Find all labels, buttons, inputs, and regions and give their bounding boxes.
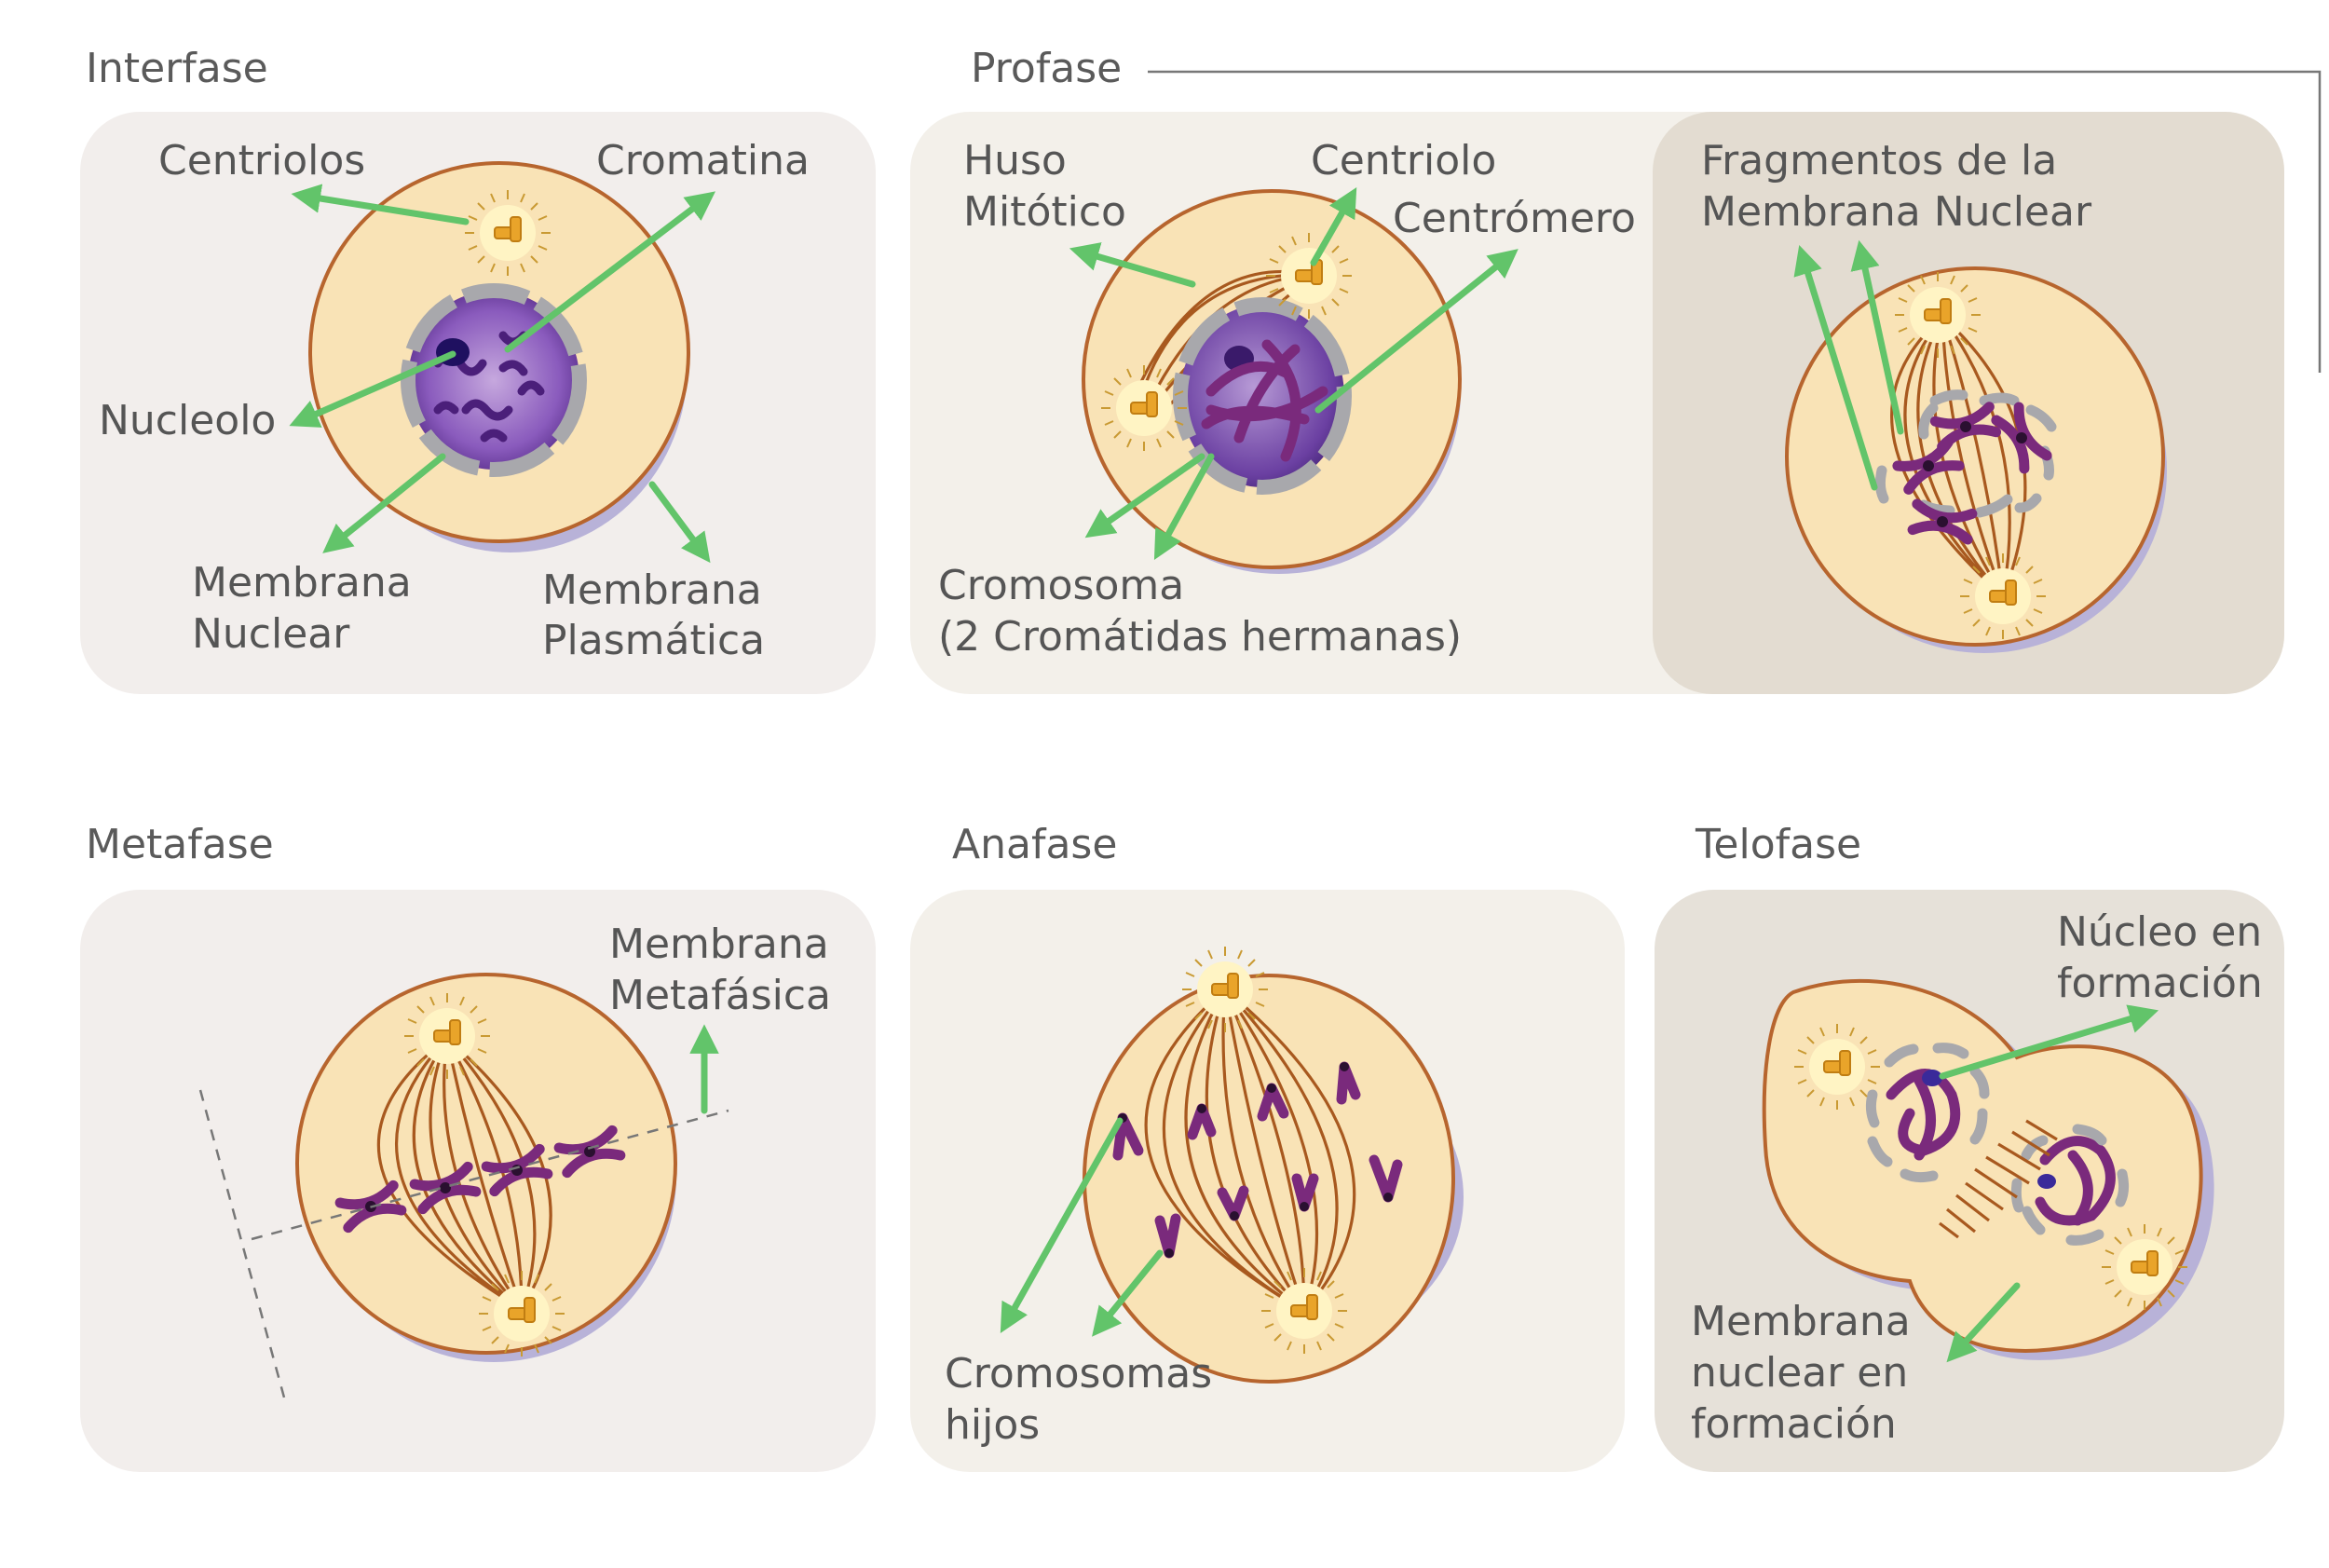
profase-bracket-line — [1148, 70, 2322, 373]
arrow-cromatina — [504, 191, 716, 353]
arrow-cromosomas-hijos-1 — [1000, 1117, 1124, 1333]
label-membrana-nuclear-line1: Membrana — [192, 559, 412, 607]
heading-telofase: Telofase — [1695, 821, 1861, 868]
telofase-cell — [1762, 978, 2214, 1360]
arrow-centriolos — [291, 184, 470, 225]
arrow-fragmentos-1 — [1793, 244, 1878, 491]
label-membrana-formacion-line2: nuclear en — [1691, 1349, 1908, 1397]
arrow-membrana-plasmatica — [648, 481, 711, 564]
label-membrana-plasmatica-line1: Membrana — [542, 566, 762, 614]
label-nucleo-line1: Núcleo en — [2057, 908, 2262, 956]
label-huso-line1: Huso — [963, 137, 1067, 184]
label-cromosomas-hijos-line2: hijos — [945, 1401, 1040, 1449]
label-membrana-formacion-line1: Membrana — [1691, 1298, 1911, 1345]
label-placa-line2: Metafásica — [609, 972, 831, 1019]
label-centromero: Centrómero — [1393, 195, 1636, 242]
profase-nucleus — [1173, 297, 1352, 495]
heading-profase: Profase — [971, 45, 1122, 92]
arrow-huso — [1069, 242, 1196, 288]
arrow-centriolo — [1310, 187, 1357, 266]
label-cromosoma-line2: (2 Cromátidas hermanas) — [938, 613, 1462, 661]
label-cromosoma-line1: Cromosoma — [938, 562, 1184, 609]
label-fragmentos-line1: Fragmentos de la — [1701, 137, 2057, 184]
arrow-centromero — [1314, 249, 1519, 414]
heading-metafase: Metafase — [86, 821, 274, 868]
arrow-nucleolo — [289, 350, 456, 428]
metafase-cell — [295, 973, 677, 1362]
label-nucleolo: Nucleolo — [99, 397, 276, 444]
telofase-nucleus-left — [1865, 1043, 1990, 1183]
label-cromosomas-hijos-line1: Cromosomas — [945, 1350, 1212, 1398]
label-membrana-plasmatica-line2: Plasmática — [542, 617, 765, 664]
label-placa-line1: Membrana — [609, 920, 829, 968]
telofase-midzone-fibers — [1939, 1119, 2058, 1239]
label-nucleo-line2: formación — [2057, 960, 2263, 1007]
arrow-nucleo-formacion — [1939, 1004, 2159, 1080]
heading-interfase: Interfase — [86, 45, 268, 92]
arrow-cromosoma-2 — [1153, 453, 1215, 561]
anafase-cell — [1083, 946, 1464, 1384]
arrow-cromosoma-1 — [1084, 453, 1205, 539]
arrow-membrana-nuclear — [322, 453, 446, 553]
arrow-fragmentos-2 — [1850, 239, 1904, 435]
label-centriolo: Centriolo — [1311, 137, 1496, 184]
metaphase-plate-line — [251, 1109, 729, 1241]
label-cromatina: Cromatina — [596, 137, 810, 184]
heading-anafase: Anafase — [952, 821, 1117, 868]
label-membrana-nuclear-line2: Nuclear — [192, 610, 350, 658]
interfase-cell — [308, 161, 690, 552]
prometafase-cell — [1785, 266, 2167, 653]
label-fragmentos-line2: Membrana Nuclear — [1701, 188, 2092, 236]
label-huso-line2: Mitótico — [963, 188, 1126, 236]
daughter-chromosomes — [1112, 1061, 1403, 1259]
label-centriolos: Centriolos — [158, 137, 365, 184]
label-membrana-formacion-line3: formación — [1691, 1400, 1897, 1448]
arrow-membrana-formacion — [1946, 1282, 2021, 1363]
interfase-nucleus — [401, 283, 587, 477]
arrow-cromosomas-hijos-2 — [1092, 1249, 1164, 1337]
